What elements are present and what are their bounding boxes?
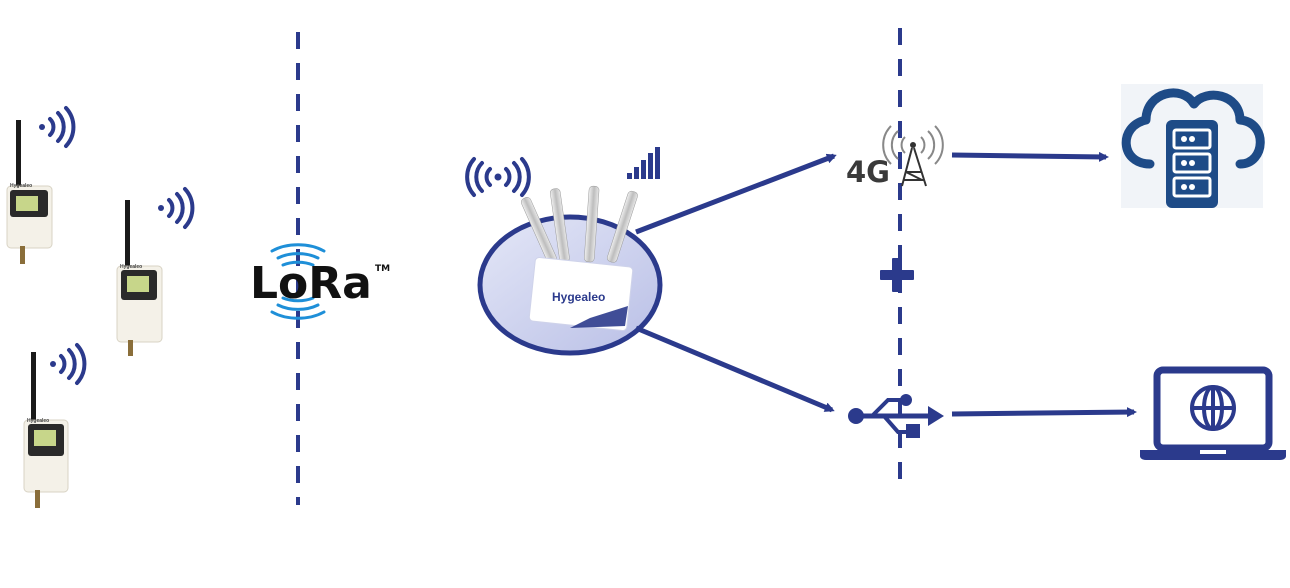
sensor-device-3: Hygealeo xyxy=(23,352,69,508)
wifi-signal-icon xyxy=(158,187,195,229)
usb-icon xyxy=(848,394,944,438)
device-brand-label: Hygealeo xyxy=(27,418,49,424)
laptop-icon xyxy=(1140,366,1286,460)
sensor-device-2: Hygealeo xyxy=(116,200,163,356)
cellular-label: 4G xyxy=(846,155,890,189)
lora-wordmark: LoRa xyxy=(250,258,372,309)
arrow-gateway-to-4g xyxy=(635,153,837,235)
arrow-gateway-to-usb xyxy=(635,325,835,413)
cloud-server-icon xyxy=(1121,84,1265,208)
arrow-usb-to-laptop xyxy=(951,407,1137,418)
arrow-4g-to-cloud xyxy=(951,151,1109,162)
device-brand-label: Hygealeo xyxy=(10,183,32,189)
plus-icon xyxy=(880,258,914,292)
gateway-brand-label: Hygealeo xyxy=(552,290,605,304)
wifi-signal-icon xyxy=(39,106,76,148)
globe-icon xyxy=(1190,385,1236,431)
sensor-device-1: Hygealeo xyxy=(6,120,53,264)
lora-trademark: TM xyxy=(375,264,390,274)
lora-logo: LoRa TM xyxy=(250,243,390,320)
signal-bars-icon xyxy=(627,147,660,179)
gateway: Hygealeo xyxy=(477,185,663,356)
wifi-signal-icon xyxy=(50,343,87,385)
device-brand-label: Hygealeo xyxy=(120,264,142,270)
cell-tower-icon: 4G xyxy=(846,125,944,189)
wifi-broadcast-icon xyxy=(465,157,531,197)
